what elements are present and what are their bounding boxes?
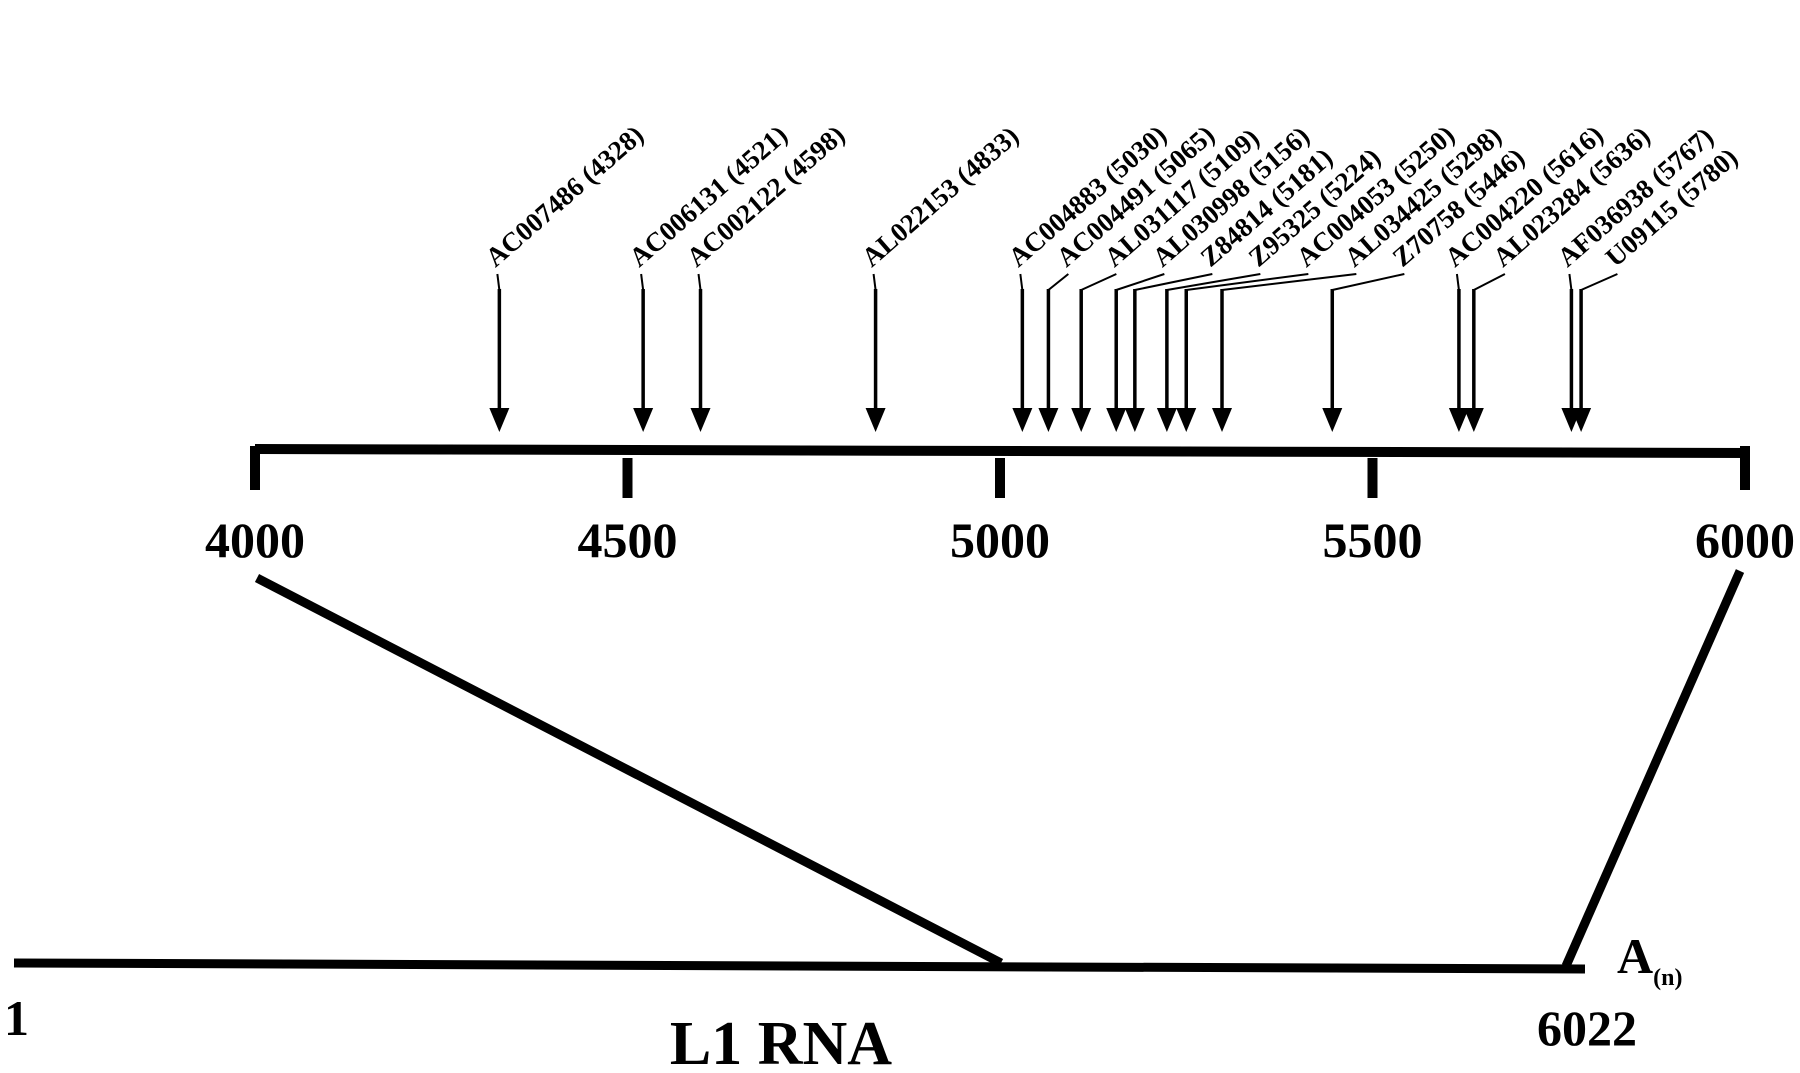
label-leader-line (496, 273, 501, 291)
arrow-down-icon (1448, 408, 1469, 432)
polya-subscript: (n) (1653, 965, 1682, 991)
arrow-down-icon (1038, 408, 1059, 432)
arrow-down-icon (1322, 408, 1343, 432)
axis-tick-label: 6000 (1695, 512, 1795, 568)
label-leader-line (1221, 273, 1357, 291)
label-leader-line (640, 273, 645, 291)
arrow-down-icon (690, 408, 711, 432)
insertion-marker: AC002122 (4598) (681, 120, 850, 432)
insertion-marker: AC007486 (4328) (480, 120, 649, 432)
insertion-label: AL022153 (4833) (856, 120, 1025, 272)
label-leader-line (1455, 273, 1460, 291)
label-leader-line (1080, 273, 1117, 291)
axis-tick-label: 5500 (1323, 512, 1423, 568)
zoom-connector-left (254, 574, 1004, 967)
label-leader-line (1134, 273, 1213, 291)
position-axis (254, 444, 1751, 458)
label-leader-line (1332, 273, 1405, 291)
arrow-down-icon (1176, 408, 1197, 432)
arrow-down-icon (1106, 408, 1127, 432)
rna-end-label: 6022 (1537, 1000, 1637, 1056)
arrow-down-icon (1156, 408, 1177, 432)
arrow-down-icon (1463, 408, 1484, 432)
arrow-down-icon (1571, 408, 1592, 432)
polya-label: A(n) (1617, 928, 1682, 991)
arrow-down-icon (1012, 408, 1033, 432)
arrow-down-icon (633, 408, 654, 432)
zoom-connector-right (1561, 569, 1745, 968)
label-leader-line (1166, 273, 1261, 291)
arrow-down-icon (1124, 408, 1145, 432)
arrow-down-icon (1071, 408, 1092, 432)
arrow-down-icon (1212, 408, 1233, 432)
label-leader-line (1473, 273, 1506, 291)
insertion-marker: AL022153 (4833) (856, 120, 1025, 432)
polya-base: A (1617, 928, 1653, 984)
arrow-down-icon (489, 408, 510, 432)
label-leader-line (1580, 273, 1618, 291)
label-leader-line (1019, 273, 1024, 291)
insertion-arrows: AC007486 (4328)AC006131 (4521)AC002122 (… (480, 120, 1743, 432)
axis-ticks: 4000 4500 5000 5500 6000 (205, 446, 1795, 568)
axis-tick-label: 5000 (950, 512, 1050, 568)
label-leader-line (1568, 273, 1573, 291)
axis-line (254, 444, 1751, 458)
axis-tick-label: 4500 (578, 512, 678, 568)
label-leader-line (1047, 273, 1069, 291)
insertion-marker: AC006131 (4521) (623, 120, 793, 432)
axis-tick-label: 4000 (205, 512, 305, 568)
rna-title: L1 RNA (670, 1010, 892, 1073)
label-leader-line (697, 273, 702, 291)
label-leader-line (872, 273, 877, 291)
rna-start-label: 1 (4, 990, 29, 1046)
l1-rna-line (13, 958, 1586, 974)
arrow-down-icon (865, 408, 886, 432)
label-leader-line (1115, 273, 1165, 291)
label-leader-line (1186, 273, 1309, 291)
